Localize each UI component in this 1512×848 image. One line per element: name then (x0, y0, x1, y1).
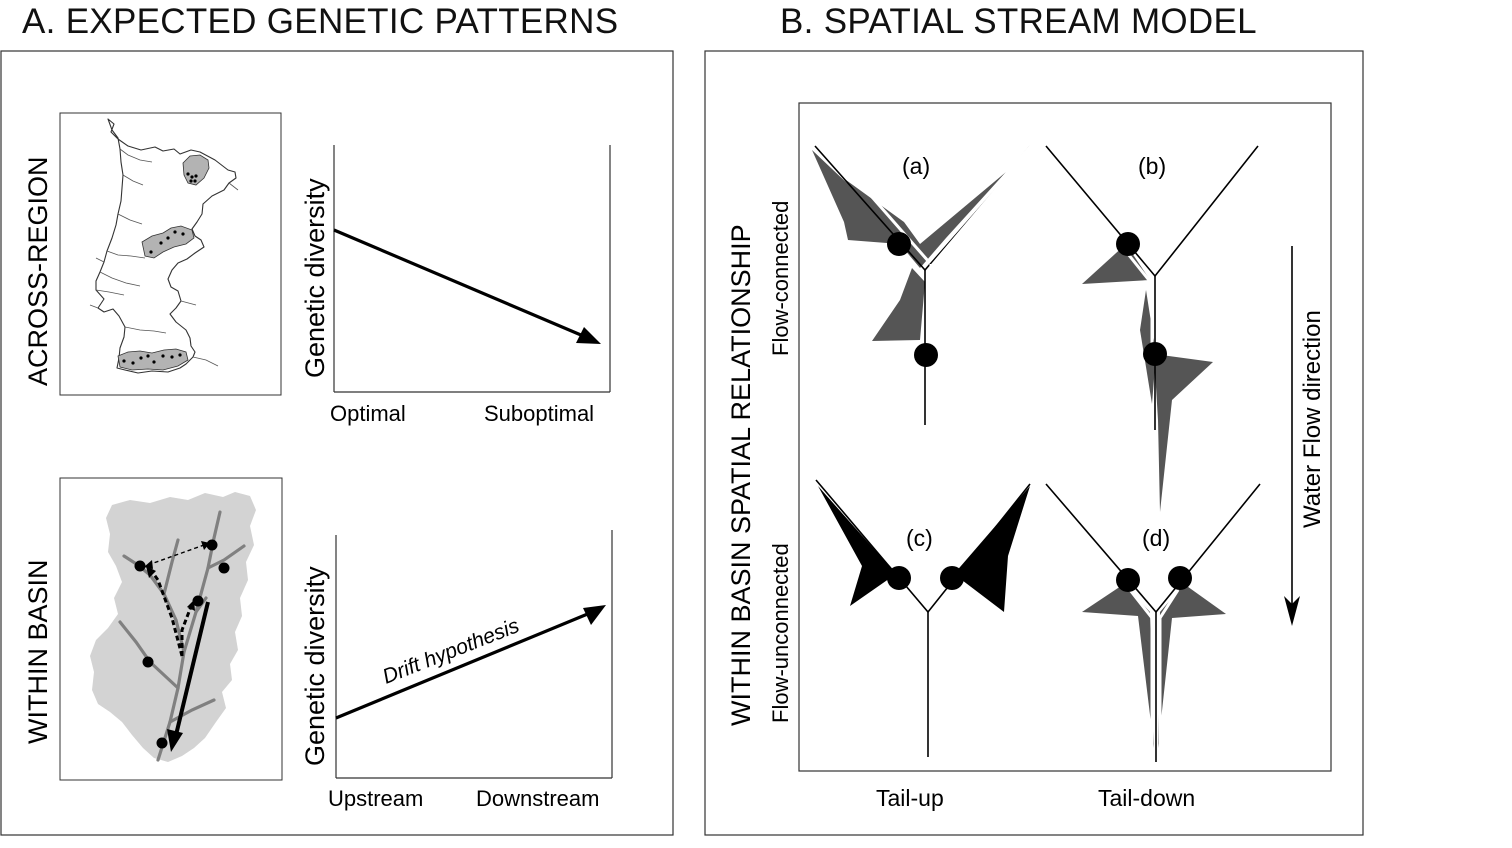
water-flow-label: Water Flow direction (1299, 310, 1326, 528)
label-b: (b) (1138, 153, 1166, 179)
decreasing-trend-arrow (333, 228, 589, 340)
model-plot-frame (798, 102, 1332, 772)
subpanel-b (1045, 145, 1259, 512)
within-basin-chart (335, 530, 613, 779)
label-c: (c) (906, 525, 933, 551)
top-x-right-label: Suboptimal (484, 401, 594, 426)
subpanel-c (815, 477, 1031, 757)
across-region-label: ACROSS-REGION (23, 156, 53, 386)
label-a: (a) (902, 153, 930, 179)
panel-b-frame (704, 50, 1364, 836)
top-y-axis-label: Genetic diversity (300, 178, 330, 378)
flow-unconnected-label: Flow-unconnected (768, 543, 793, 723)
subpanel-d (1045, 483, 1261, 762)
panel-b-title: B. SPATIAL STREAM MODEL (780, 2, 1257, 41)
tail-down-label: Tail-down (1098, 785, 1195, 811)
bottom-x-left-label: Upstream (328, 786, 423, 811)
panel-a-frame (0, 50, 674, 836)
panel-a-title: A. EXPECTED GENETIC PATTERNS (22, 2, 619, 41)
bottom-x-right-label: Downstream (476, 786, 599, 811)
within-basin-label: WITHIN BASIN (23, 559, 53, 744)
top-x-left-label: Optimal (330, 401, 406, 426)
across-region-chart (333, 145, 611, 393)
label-d: (d) (1142, 525, 1170, 551)
increasing-trend-arrow (335, 611, 591, 720)
spatial-relationship-label: WITHIN BASIN SPATIAL RELATIONSHIP (726, 224, 756, 726)
subpanel-a (812, 139, 1038, 425)
basin-map (59, 477, 283, 781)
flow-connected-label: Flow-connected (768, 201, 793, 356)
tail-up-label: Tail-up (876, 785, 944, 811)
bottom-y-axis-label: Genetic diversity (300, 566, 330, 766)
portugal-map (59, 112, 282, 396)
